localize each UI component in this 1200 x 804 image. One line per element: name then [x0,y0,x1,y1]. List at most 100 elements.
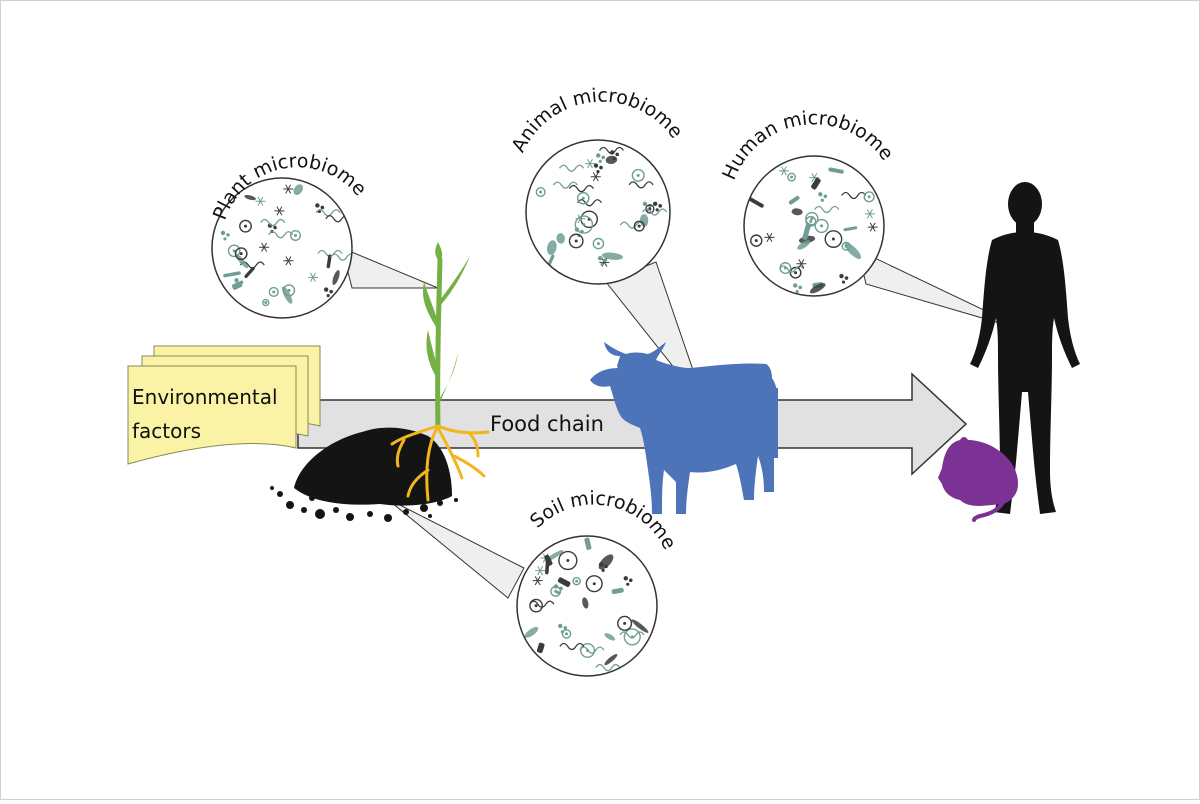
microbe-doodle [312,272,316,278]
microbe-doodle [234,247,248,261]
microbe-doodle [596,169,600,174]
human-body [970,232,1080,514]
microbe-doodle [561,629,572,639]
plant-leaf [426,330,440,380]
microbe-doodle [636,173,640,177]
microbe-doodle [263,247,268,252]
microbe-doodle [556,590,560,595]
microbe-doodle [800,259,805,264]
microbe-doodle [798,263,802,269]
microbe-doodle [628,578,633,583]
microbe-doodle [257,196,261,202]
human-head [1008,182,1042,226]
plant-illustration [390,242,490,502]
microbe-doodle [795,289,799,294]
microbe-doodle [572,576,581,586]
microbe-doodle [568,184,594,193]
microbe-doodle [652,201,658,207]
microbe-doodle [813,173,818,178]
microbe-doodle [537,570,541,576]
microbe-doodle [603,262,608,267]
food-chain-label: Food chain [490,412,604,436]
microbe-doodle [642,201,648,207]
microbe-doodle [576,191,590,205]
microbe-doodle [276,210,280,216]
microbe-doodle [802,223,811,240]
microbe-doodle [814,218,829,234]
microbe-doodle [783,166,787,172]
microbe-doodle [539,190,543,194]
microbe-doodle [534,576,539,581]
microbe-doodle [872,222,876,228]
environmental-factors-note: Environmental factors [127,345,321,465]
microbe-doodle [587,158,591,164]
microbe-doodle [615,152,620,157]
microbe-doodle [611,587,624,595]
microbe-doodle [261,247,265,252]
microbe-doodle [529,598,543,613]
microbe-doodle [601,568,605,572]
microbe-doodle [285,188,289,194]
microbe-doodle [278,210,283,216]
microbe-doodle [604,633,616,641]
microbe-doodle [557,577,571,587]
microbe-doodle [563,626,568,630]
microbe-doodle [239,219,252,233]
microbe-doodle [798,285,802,290]
microbe-doodle [310,272,314,278]
microbe-doodle [529,600,555,608]
microbe-doodle [582,223,586,227]
microbe-doodle [276,206,280,212]
microbe-doodle [263,242,268,248]
microbe-doodle [534,580,539,586]
microbe-doodle [599,165,603,170]
microbe-doodle [628,181,654,189]
microbe-doodle [285,256,289,262]
microbe-doodle [560,630,564,634]
microbe-doodle [592,172,597,177]
microbe-doodle [869,222,874,228]
microbe-doodle [603,258,607,262]
microbe-doodle [223,237,227,241]
environmental-label-line1: Environmental [132,385,278,409]
microbe-doodle [287,256,292,262]
microbe-doodle [792,283,798,288]
microbe-doodle [539,566,544,571]
microbe-doodle [564,632,568,636]
microbe-doodle [820,224,824,228]
microbe-doodle [655,208,659,212]
microbe-doodle [766,237,770,242]
microbe-doodle [546,240,557,256]
microbe-doodle [626,582,630,586]
microbe-doodle [285,260,289,266]
microbe-doodle [596,153,601,158]
microbe-doodle [558,623,563,629]
microbe-doodle [586,648,590,652]
microbe-doodle [323,287,329,292]
microbe-doodle [330,253,352,261]
mouse-silhouette [938,437,1018,522]
human-microbe-cluster [748,166,878,294]
microbe-doodle [800,263,805,269]
microbe-doodle [287,184,292,190]
microbe-doodle [592,237,605,250]
microbe-doodle [556,233,565,244]
microbe-doodle [294,233,298,237]
microbe-doodle [559,642,585,651]
human-bubble-outline [743,155,885,297]
microbe-doodle [273,225,277,230]
plant-leaf [435,242,443,262]
microbe-doodle [262,298,270,307]
microbe-doodle [604,564,608,569]
microbe-doodle [820,198,824,202]
soil-microbiome-bubble: Soil microbiome [516,487,680,677]
microbe-doodle [272,290,276,294]
microbe-doodle [595,663,621,672]
microbe-doodle [787,172,797,182]
microbe-doodle [326,254,332,269]
microbe-doodle [841,280,846,284]
microbe-doodle [605,155,618,165]
soil-microbe-cluster [524,537,649,672]
microbe-doodle [264,301,268,305]
microbe-doodle [766,232,770,238]
